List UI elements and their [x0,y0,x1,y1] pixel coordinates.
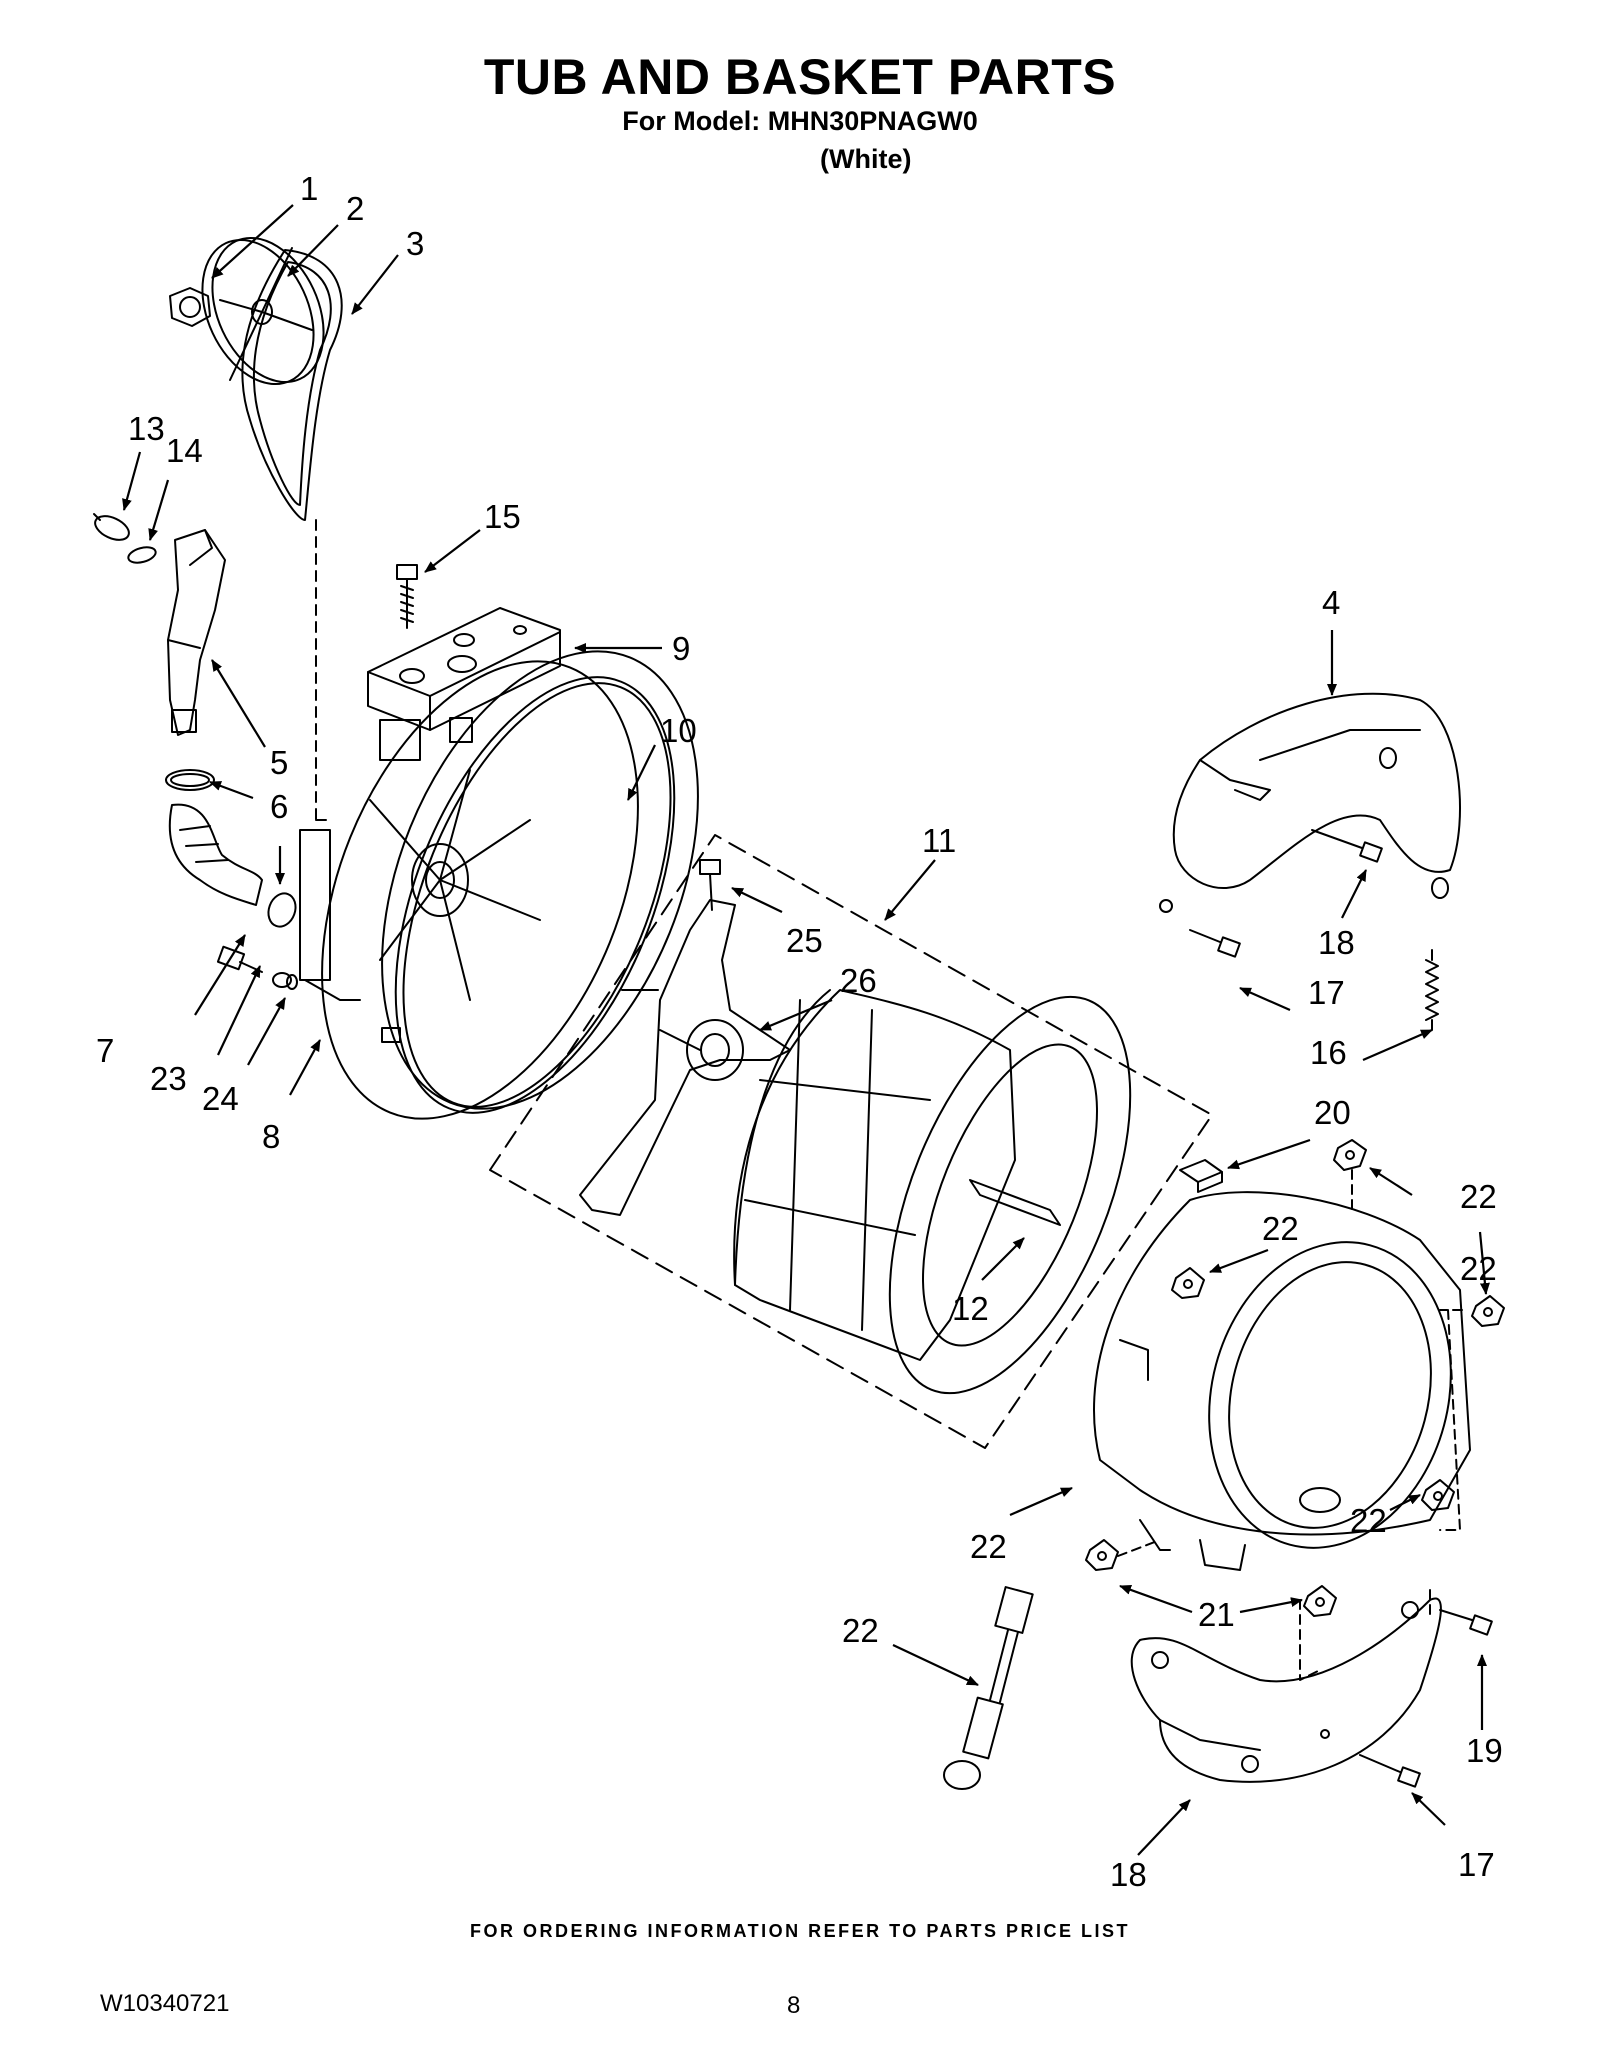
callout-label: 23 [150,1060,187,1097]
basket-bolt-drawing [699,859,721,911]
bolt-17-top-drawing [1189,929,1241,958]
callout-label: 5 [270,744,288,781]
callout-label: 7 [96,1032,114,1069]
callout-labels: 1 2 3 13 14 15 9 4 5 10 6 11 7 25 26 18 … [96,170,1503,1893]
callout-label: 1 [300,170,318,207]
vent-hose-drawing [167,529,226,736]
document-number: W10340721 [100,1990,230,2017]
callout-label: 2 [346,190,364,227]
counterweight-drawing [367,607,561,731]
bolt-18-bottom-drawing [1359,1754,1421,1788]
grommet-drawing [272,972,298,990]
color-line: (White) [820,144,912,174]
speed-nut-3 [1471,1295,1505,1327]
front-tub-drawing [1093,1191,1471,1571]
basket-drum-drawing [733,989,1132,1395]
page-number: 8 [787,1992,801,2019]
hex-nut-drawing [169,287,211,327]
baffle-drawing [969,1179,1061,1226]
callout-label: 22 [842,1612,879,1649]
spider-drawing [579,899,791,1216]
speed-nut-1 [1333,1139,1367,1171]
bolt-drawing [396,564,418,629]
spring-drawing [1425,949,1439,1031]
tub-seal-ring-drawing [394,676,676,1114]
speed-nut-4 [1421,1479,1455,1511]
callout-label: 22 [1262,1210,1299,1247]
hose-clamp-drawing [165,769,215,791]
callout-label: 25 [786,922,823,959]
ordering-info-note: FOR ORDERING INFORMATION REFER TO PARTS … [469,1921,1130,1941]
callout-label: 4 [1322,584,1340,621]
speed-nut-6 [1303,1585,1337,1617]
seal-drawing [127,546,157,564]
speed-nut-5 [1085,1539,1119,1571]
callout-label: 19 [1466,1732,1503,1769]
callout-label: 14 [166,432,203,469]
callout-label: 11 [922,822,956,859]
page-title: TUB AND BASKET PARTS [483,49,1117,105]
callout-label: 12 [952,1290,989,1327]
callout-label: 21 [1198,1596,1235,1633]
callout-label: 22 [1460,1178,1497,1215]
shock-absorber-drawing [943,1586,1034,1790]
bolt-18-top-drawing [1311,829,1383,863]
callout-label: 3 [406,225,424,262]
counterweight-bottom-drawing [1130,1597,1442,1783]
callout-label: 9 [672,630,690,667]
callout-label: 15 [484,498,521,535]
callout-label: 20 [1314,1094,1351,1131]
callout-label: 6 [270,788,288,825]
callout-label: 18 [1110,1856,1147,1893]
callout-label: 16 [1310,1034,1347,1071]
callout-label: 18 [1318,924,1355,961]
counterweight-top-drawing [1159,692,1461,913]
callout-label: 26 [840,962,877,999]
callout-label: 10 [660,712,697,749]
clip-drawing [1179,1159,1223,1193]
bolt-17-bottom-drawing [1439,1609,1493,1636]
callout-label: 13 [128,410,165,447]
callout-label: 22 [1350,1502,1387,1539]
basket-assembly-box [489,834,1213,1449]
pulley-drawing [201,236,325,386]
clamp-drawing [93,513,130,541]
callout-label: 8 [262,1118,280,1155]
callout-label: 17 [1308,974,1345,1011]
callout-label: 24 [202,1080,239,1117]
callout-label: 22 [970,1528,1007,1565]
callout-label: 17 [1458,1846,1495,1883]
drain-hose-drawing [168,803,263,906]
drive-belt-drawing [241,249,343,521]
callout-label: 22 [1460,1250,1497,1287]
leader-lines [122,204,1490,1856]
model-line: For Model: MHN30PNAGW0 [622,106,978,136]
speed-nut-2 [1171,1267,1205,1299]
